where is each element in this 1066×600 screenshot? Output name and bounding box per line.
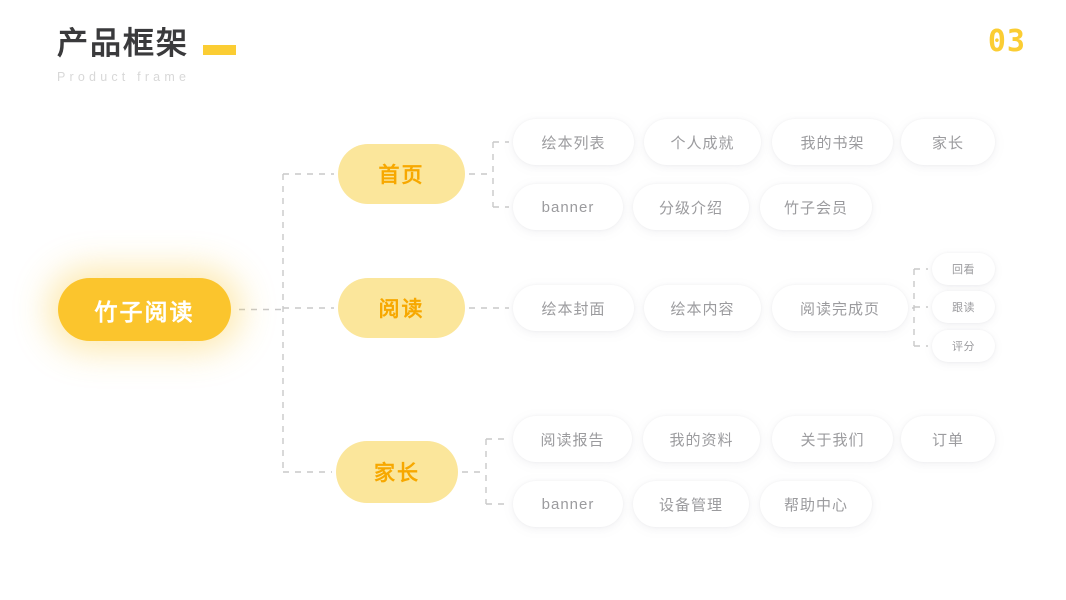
leaf-node-竹子会员-0-1-2[interactable]: 竹子会员 [760,184,872,230]
node-label: 家长 [374,462,420,485]
node-label: 设备管理 [658,496,723,514]
page-subtitle: Product frame [57,70,191,84]
subnode-回看-0[interactable]: 回看 [932,253,995,285]
subnode-评分-2[interactable]: 评分 [932,330,995,362]
leaf-node-个人成就-0-0-1[interactable]: 个人成就 [644,119,761,165]
node-label: 我的书架 [800,134,865,152]
leaf-node-绘本列表-0-0-0[interactable]: 绘本列表 [513,119,634,165]
branch-node-首页[interactable]: 首页 [338,144,465,204]
leaf-node-阅读报告-2-0-0[interactable]: 阅读报告 [513,416,632,462]
node-label: 阅读 [378,298,425,321]
leaf-node-绘本封面-1-0-0[interactable]: 绘本封面 [513,285,634,331]
node-label: 回看 [952,264,975,276]
node-label: 个人成就 [670,134,735,152]
leaf-node-绘本内容-1-0-1[interactable]: 绘本内容 [644,285,761,331]
header: 产品框架 Product frame [57,28,236,84]
leaf-node-我的资料-2-0-1[interactable]: 我的资料 [643,416,760,462]
leaf-node-订单-2-0-3[interactable]: 订单 [901,416,995,462]
node-label: 竹子阅读 [94,298,195,325]
node-label: 绘本内容 [670,300,735,318]
leaf-node-设备管理-2-1-1[interactable]: 设备管理 [633,481,749,527]
node-label: 绘本封面 [541,300,606,318]
page-number: 03 [987,24,1026,59]
node-label: 帮助中心 [783,496,848,514]
node-label: 分级介绍 [658,199,723,217]
leaf-node-banner-0-1-0[interactable]: banner [513,184,623,230]
node-label: 阅读完成页 [799,300,880,318]
node-label: 竹子会员 [783,199,848,217]
leaf-node-banner-2-1-0[interactable]: banner [513,481,623,527]
leaf-node-帮助中心-2-1-2[interactable]: 帮助中心 [760,481,872,527]
leaf-node-分级介绍-0-1-1[interactable]: 分级介绍 [633,184,749,230]
subnode-跟读-1[interactable]: 跟读 [932,291,995,323]
branch-node-阅读[interactable]: 阅读 [338,278,465,338]
page-title: 产品框架 [57,26,189,61]
node-label: banner [541,495,595,513]
node-label: 家长 [931,134,964,152]
branch-node-家长[interactable]: 家长 [336,441,458,503]
node-label: 我的资料 [669,431,734,449]
node-label: 首页 [378,164,425,187]
title-accent-dash [203,45,236,55]
node-label: banner [541,198,595,216]
leaf-node-关于我们-2-0-2[interactable]: 关于我们 [772,416,893,462]
leaf-node-我的书架-0-0-2[interactable]: 我的书架 [772,119,893,165]
node-label: 评分 [952,341,975,353]
root-node-竹子阅读[interactable]: 竹子阅读 [58,278,231,341]
title-row: 产品框架 [57,28,236,59]
leaf-node-阅读完成页-1-0-2[interactable]: 阅读完成页 [772,285,908,331]
node-label: 跟读 [952,302,975,314]
node-label: 关于我们 [800,431,865,449]
node-label: 绘本列表 [541,134,606,152]
node-label: 阅读报告 [540,431,605,449]
node-label: 订单 [931,431,964,449]
leaf-node-家长-0-0-3[interactable]: 家长 [901,119,995,165]
